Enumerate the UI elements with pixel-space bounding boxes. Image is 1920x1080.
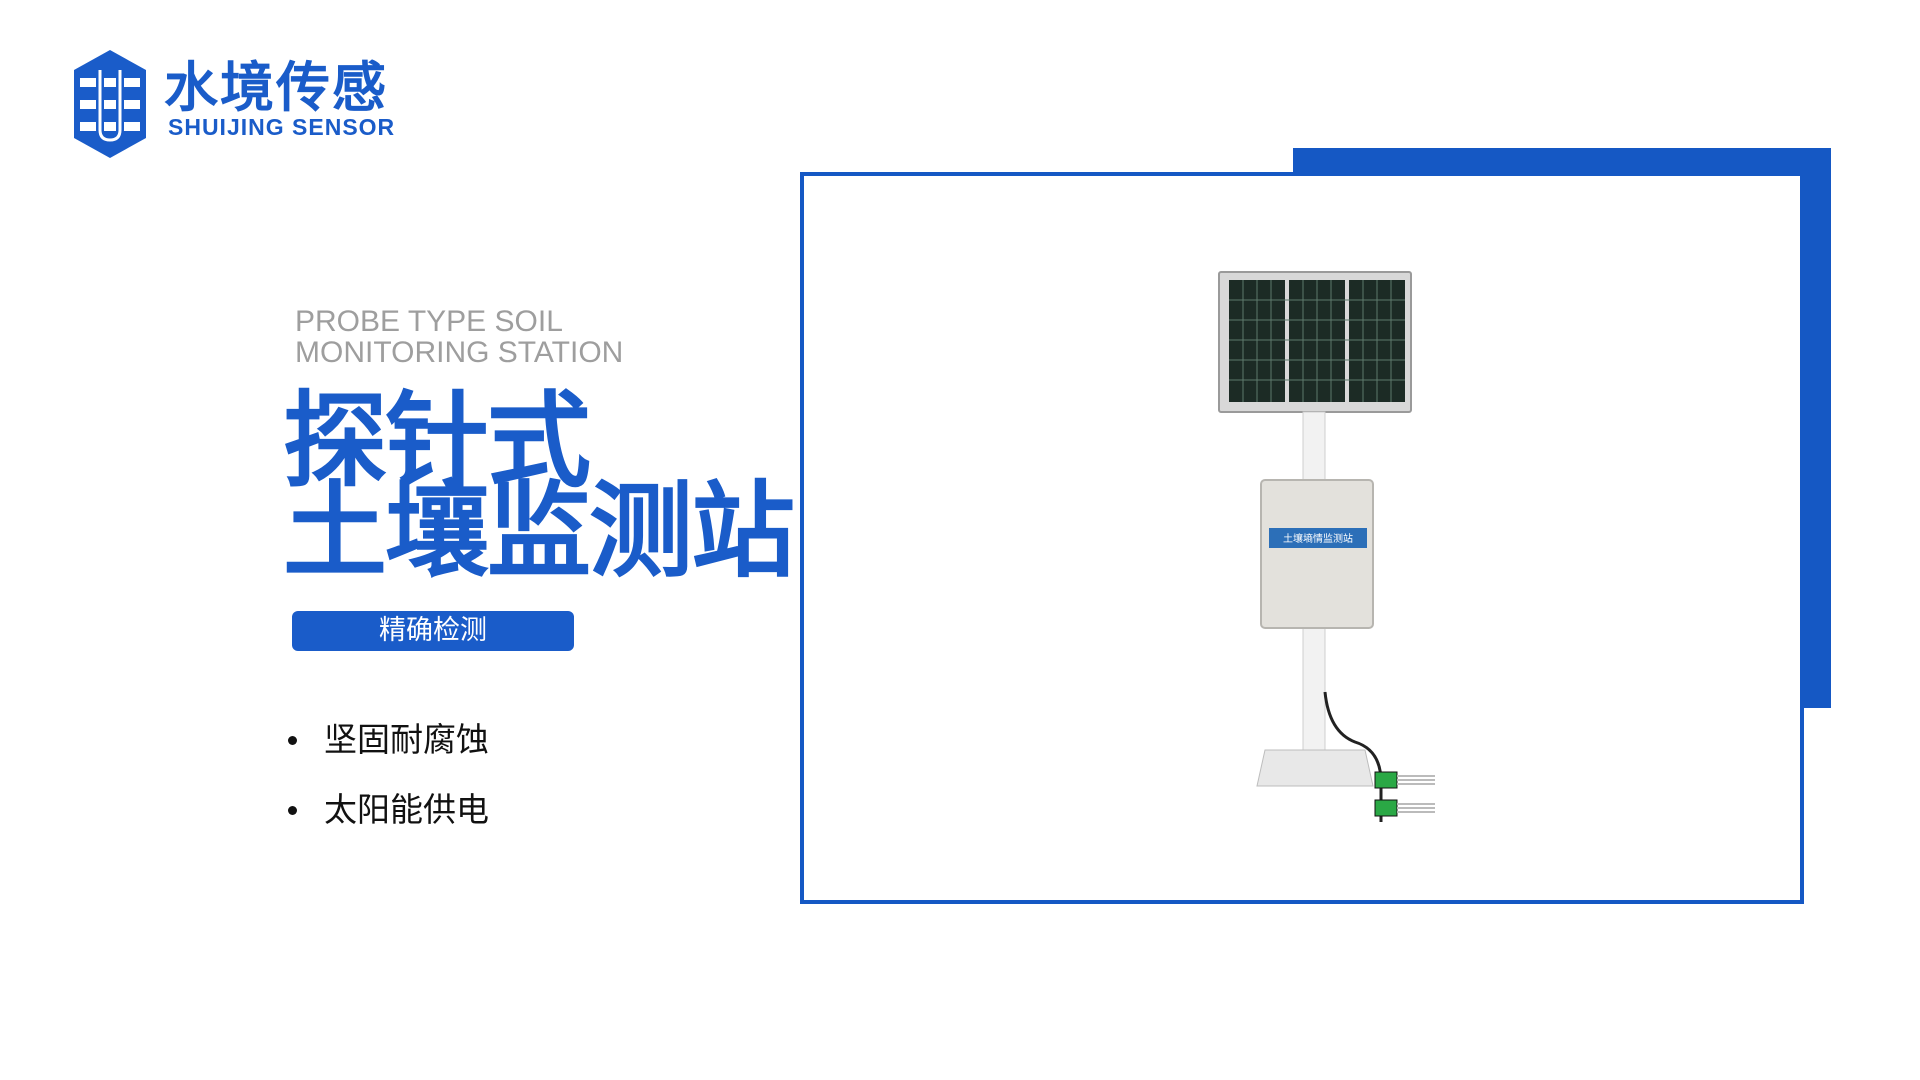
brand-name-cn: 水境传感 <box>164 56 388 119</box>
feature-list: 坚固耐腐蚀 太阳能供电 <box>288 705 489 845</box>
english-subtitle-line1: PROBE TYPE SOIL <box>295 305 563 338</box>
feature-item: 坚固耐腐蚀 <box>288 705 489 775</box>
page-title-line1: 探针式 <box>283 380 591 502</box>
brand-logo: 水境传感 SHUIJING SENSOR <box>72 48 412 160</box>
page-title: 探针式 土壤监测站 <box>283 380 795 592</box>
page-title-line2: 土壤监测站 <box>283 470 795 592</box>
english-subtitle-line2: MONITORING STATION <box>295 336 624 369</box>
english-subtitle: PROBE TYPE SOIL MONITORING STATION <box>295 306 623 368</box>
hexagon-s-logo-icon <box>74 50 146 158</box>
brand-name-en: SHUIJING SENSOR <box>168 114 396 140</box>
bullet-dot-icon <box>288 806 297 815</box>
feature-label: 太阳能供电 <box>324 790 489 829</box>
soil-sensor-icon <box>1374 799 1435 817</box>
cabinet-label: 土壤墒情监测站 <box>1283 532 1353 545</box>
feature-item: 太阳能供电 <box>288 775 489 845</box>
accuracy-badge: 精确检测 <box>292 611 574 651</box>
soil-sensor-icon <box>1374 771 1435 789</box>
feature-label: 坚固耐腐蚀 <box>324 720 489 759</box>
bullet-dot-icon <box>288 736 297 745</box>
product-image: 土壤墒情监测站 <box>1218 271 1435 822</box>
solar-panel-icon <box>1218 271 1412 413</box>
